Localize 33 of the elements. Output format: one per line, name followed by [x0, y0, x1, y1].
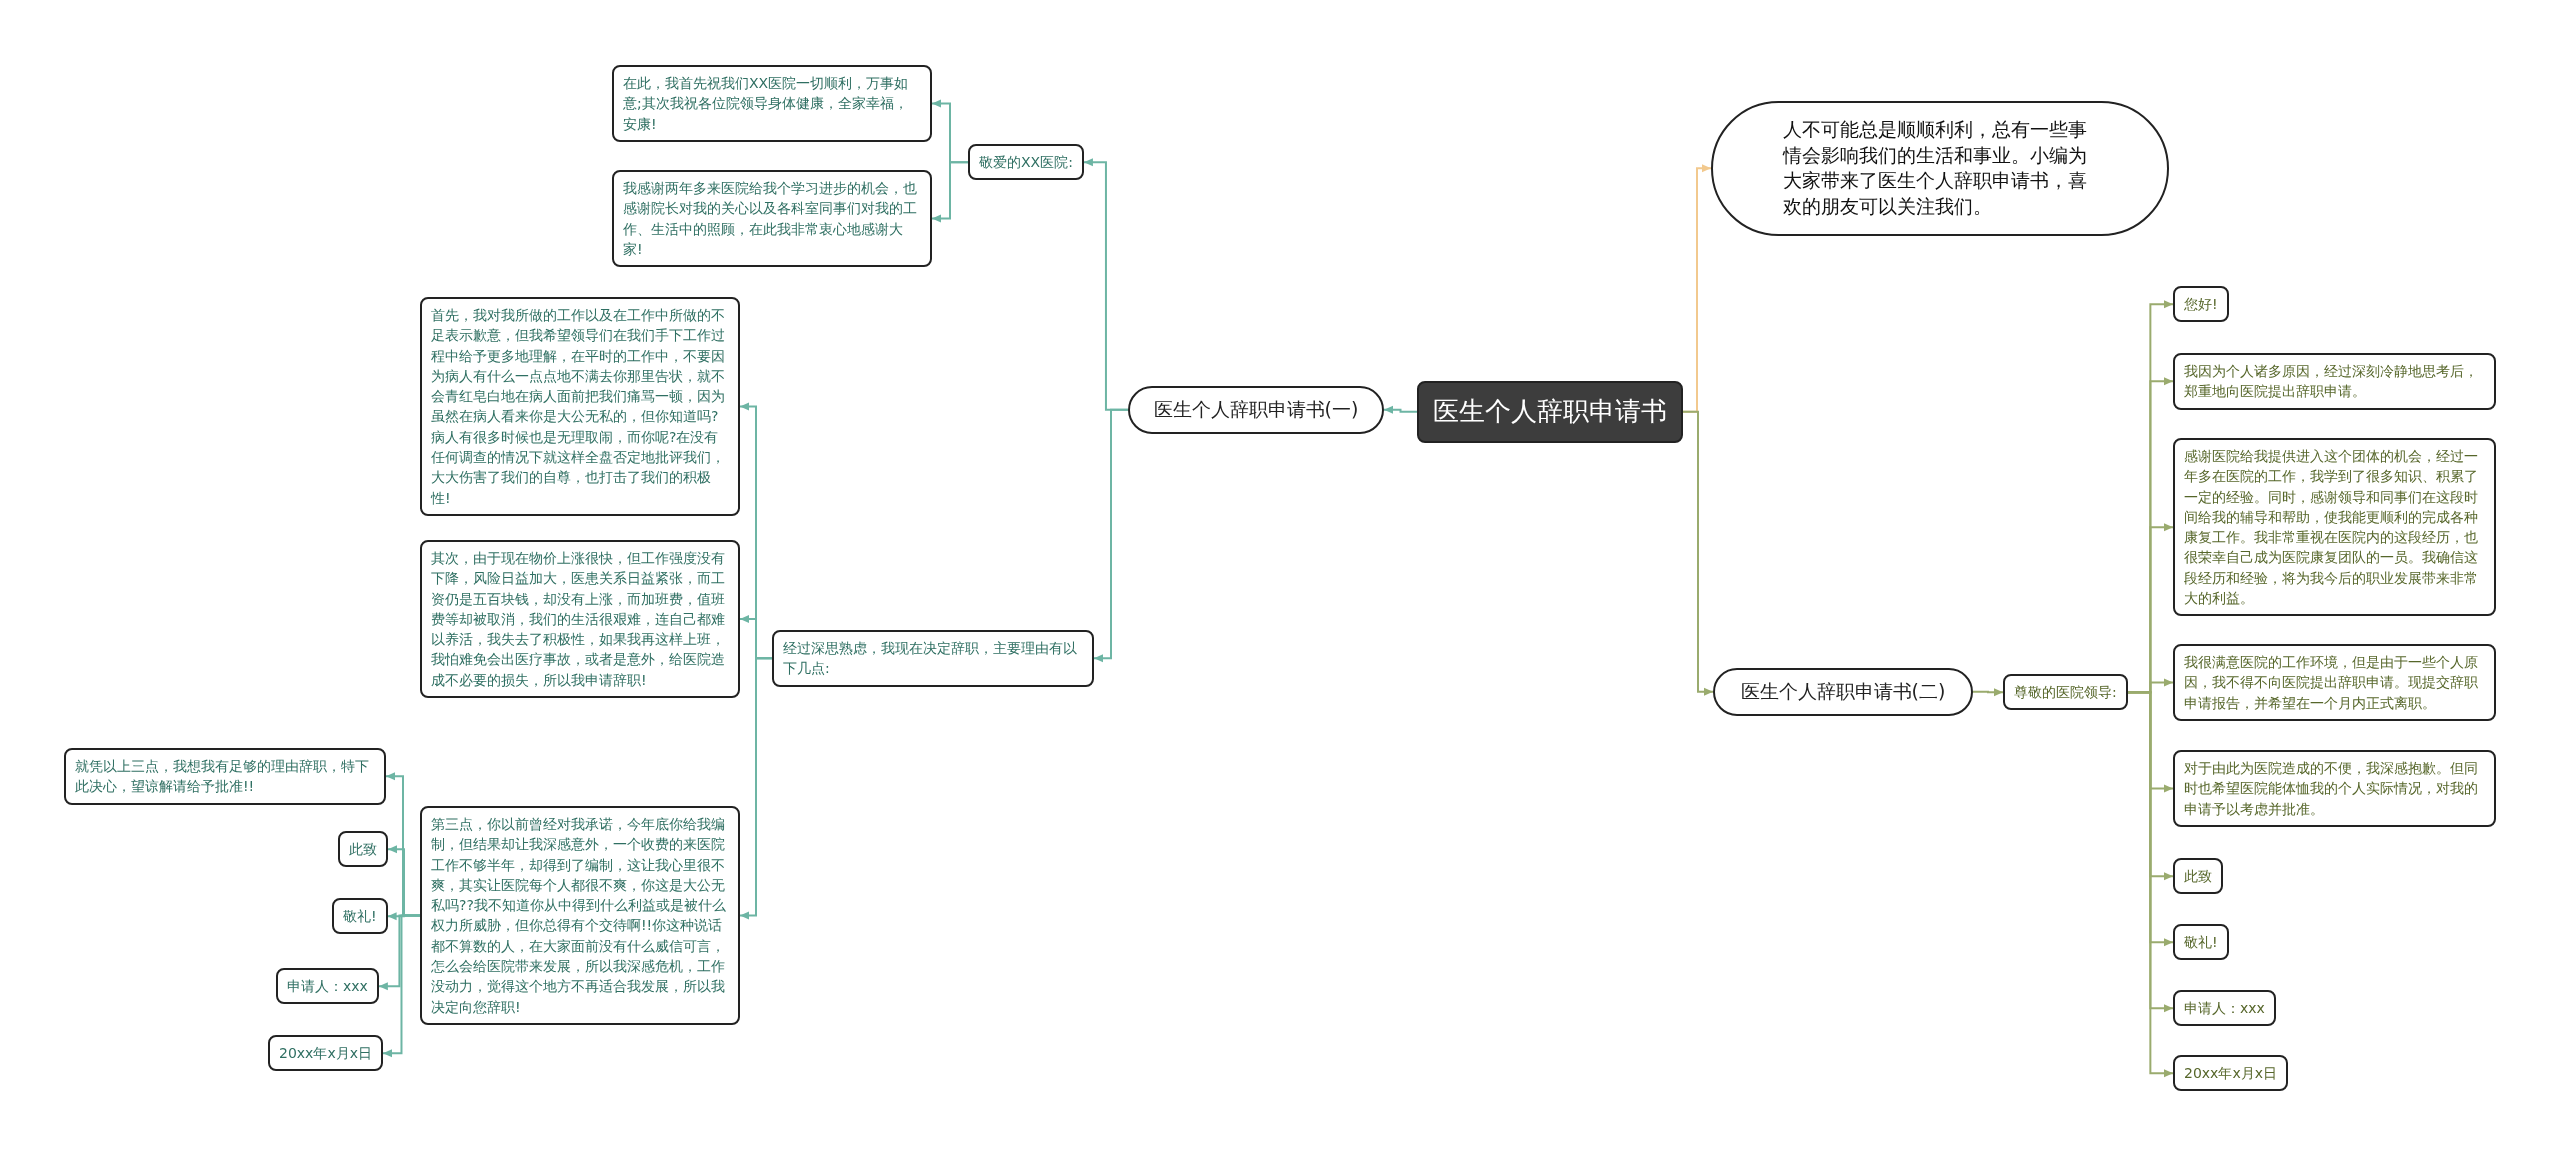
connector-arrow: [931, 161, 969, 223]
connector-arrow: [1093, 408, 1129, 663]
text-node: 第三点，你以前曾经对我承诺，今年底你给我编制，但结果却让我深感意外，一个收费的来医院工作不够半年，却得到了编制，这让我心里很不爽，其实让医院每个人都很不爽，你这是大公无私吗??我不知道你从中得到什么利益或是被什么权力所威胁，但你总得有个交待啊!!你这种说话都不算数的人，在大家面前没有什么威信可言，怎么会给医院带来发展，所以我深感危机，工作没动力，觉得这个地方不再适合我发展，所以我决定向您辞职!: [420, 806, 740, 1025]
topic-node: 此致: [338, 831, 388, 868]
branch-topic: 医生个人辞职申请书(一): [1128, 386, 1384, 434]
central-topic: 医生个人辞职申请书: [1417, 381, 1683, 443]
topic-node: 20xx年x月x日: [268, 1035, 383, 1072]
topic-node: 敬礼!: [2173, 924, 2229, 961]
text-node: 其次，由于现在物价上涨很快，但工作强度没有下降，风险日益加大，医患关系日益紧张，而工资仍是五百块钱，却没有上涨，而加班费，值班费等却被取消，我们的生活很艰难，连自己都难以养活，我失去了积极性，如果我再这样上班，我怕难免会出医疗事故，或者是意外，给医院造成不必要的损失，所以我申请辞职!: [420, 540, 740, 699]
topic-node: 20xx年x月x日: [2173, 1055, 2288, 1092]
topic-node: 尊敬的医院领导:: [2003, 674, 2128, 711]
topic-node: 敬爱的XX医院:: [968, 144, 1084, 181]
branch-topic: 医生个人辞职申请书(二): [1713, 668, 1973, 716]
topic-node: 您好!: [2173, 286, 2229, 323]
connector-arrow: [739, 657, 773, 920]
text-node: 我很满意医院的工作环境，但是由于一些个人原因，我不得不向医院提出辞职申请。现提交辞职申请报告，并希望在一个月内正式离职。: [2173, 644, 2496, 721]
text-node: 就凭以上三点，我想我有足够的理由辞职，特下此决心，望谅解请给予批准!!: [64, 748, 386, 805]
text-node: 我感谢两年多来医院给我个学习进步的机会，也感谢院长对我的关心以及各科室同事们对我的工作、生活中的照顾，在此我非常衷心地感谢大家!: [612, 170, 932, 268]
topic-node: 申请人：xxx: [2173, 990, 2276, 1027]
connector-arrow: [1383, 405, 1418, 414]
text-node: 我因为个人诸多原因，经过深刻冷静地思考后，郑重地向医院提出辞职申请。: [2173, 353, 2496, 410]
text-node: 感谢医院给我提供进入这个团体的机会，经过一年多在医院的工作，我学到了很多知识、积累了一定的经验。同时，感谢领导和同事们在这段时间给我的辅导和帮助，使我能更顺利的完成各种康复工作。我非常重视在医院内的这段经历，也很荣幸自己成为医院康复团队的一员。我确信这段经历和经验，将为我今后的职业发展带来非常大的利益。: [2173, 438, 2496, 617]
text-node: 对于由此为医院造成的不便，我深感抱歉。但同时也希望医院能体恤我的个人实际情况，对我的申请予以考虑并批准。: [2173, 750, 2496, 827]
text-node: 首先，我对我所做的工作以及在工作中所做的不足表示歉意，但我希望领导们在我们手下工作过程中给予更多地理解，在平时的工作中，不要因为病人有什么一点点地不满去你那里告状，就不会青红皂白地在病人面前把我们痛骂一顿，因为虽然在病人看来你是大公无私的，但你知道吗?病人有很多时候也是无理取闹，而你呢?在没有任何调查的情况下就这样全盘否定地批评我们，大大伤害了我们的自尊，也打击了我们的积极性!: [420, 297, 740, 516]
text-node: 经过深思熟虑，我现在决定辞职，主要理由有以下几点:: [772, 630, 1094, 687]
intro-bubble: 人不可能总是顺顺利利，总有一些事情会影响我们的生活和事业。小编为大家带来了医生个人辞职申请书，喜欢的朋友可以关注我们。: [1711, 101, 2169, 236]
topic-node: 申请人：xxx: [276, 968, 379, 1005]
connector-arrow: [381, 914, 421, 1058]
topic-node: 此致: [2173, 858, 2223, 895]
connector-arrow: [1682, 410, 1714, 696]
text-node: 在此，我首先祝我们XX医院一切顺利，万事如意;其次我祝各位院领导身体健康，全家幸福，安康!: [612, 65, 932, 142]
topic-node: 敬礼!: [332, 898, 388, 935]
connector-arrow: [1972, 688, 2004, 697]
